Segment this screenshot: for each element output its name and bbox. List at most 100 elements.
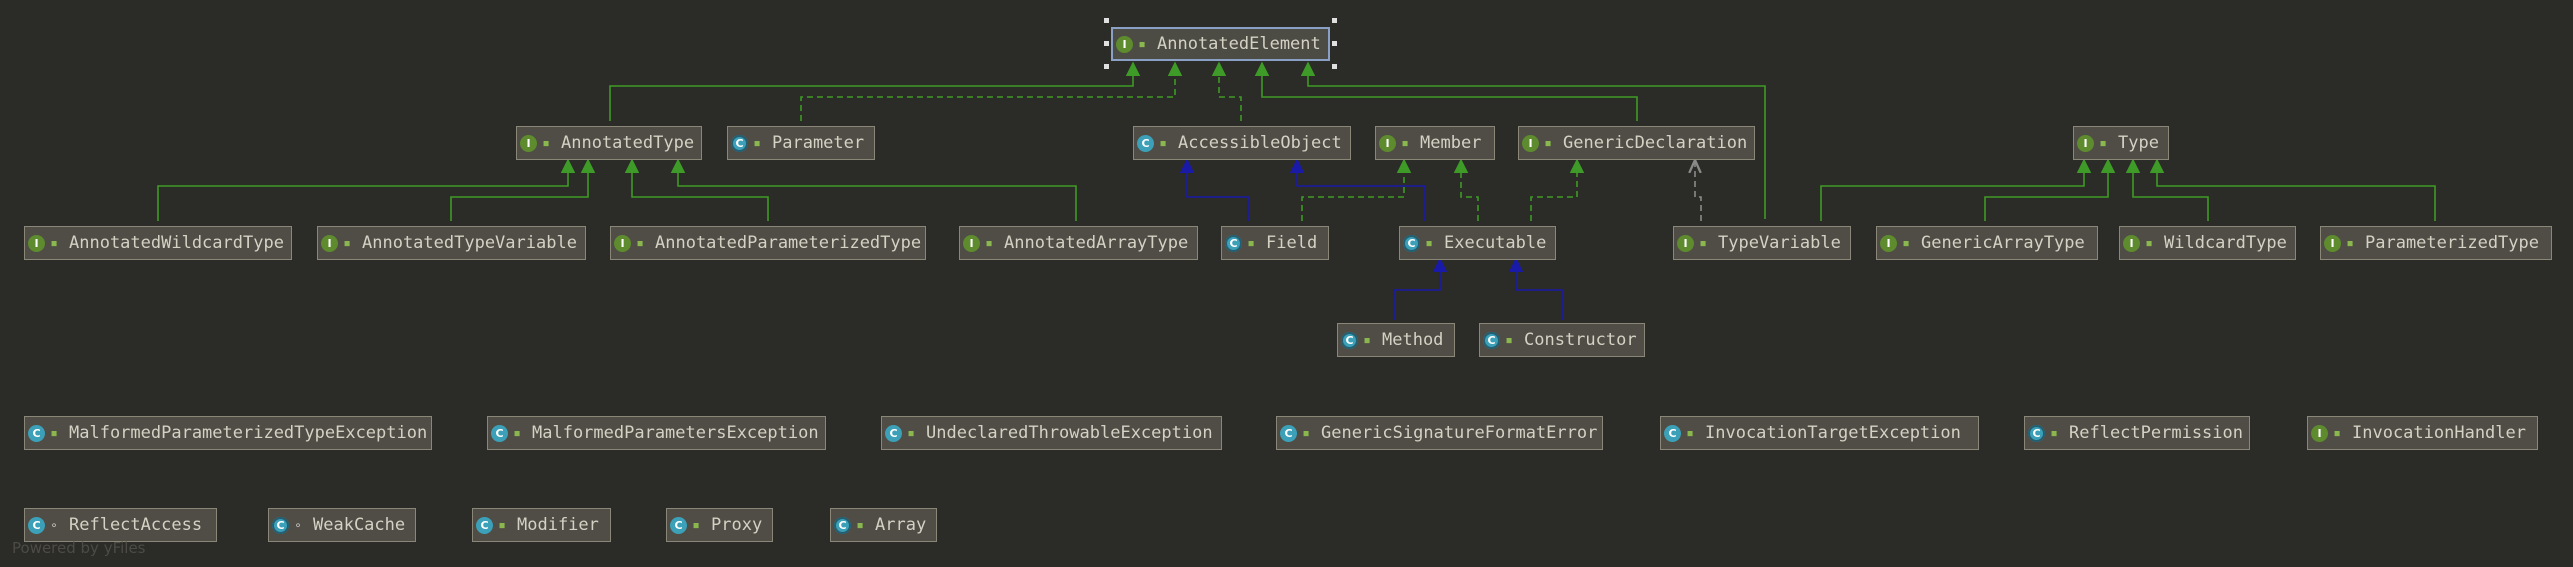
class-icon: C: [1137, 134, 1154, 152]
node-label: MalformedParametersException: [532, 423, 819, 443]
node-array[interactable]: C ▪ Array: [830, 508, 937, 542]
public-icon: ▪: [50, 425, 58, 441]
edge-typevariable-annotatedelement: [1300, 61, 1766, 219]
edge-method-executable: [1393, 257, 1448, 320]
selection-handle[interactable]: [1332, 64, 1337, 69]
edge-field-member: [1301, 158, 1412, 221]
node-weakcache[interactable]: C ∘ WeakCache: [268, 508, 416, 542]
class-icon: C: [670, 516, 687, 534]
node-label: AnnotatedType: [561, 133, 695, 153]
node-reflectpermission[interactable]: C ▪ ReflectPermission: [2024, 416, 2250, 450]
node-proxy[interactable]: C ▪ Proxy: [666, 508, 773, 542]
node-field[interactable]: C ▪ Field: [1221, 226, 1329, 260]
public-icon: ▪: [498, 517, 506, 533]
node-label: GenericSignatureFormatError: [1321, 423, 1598, 443]
node-label: ReflectAccess: [69, 515, 203, 535]
final-class-icon: C: [1483, 331, 1500, 349]
final-class-icon: C: [2028, 424, 2045, 442]
node-malformedparameterizedtypeexception[interactable]: C ▪ MalformedParameterizedTypeException: [24, 416, 432, 450]
node-parameterizedtype[interactable]: I ▪ ParameterizedType: [2320, 226, 2552, 260]
node-method[interactable]: C ▪ Method: [1337, 323, 1455, 357]
public-icon: ▪: [2099, 135, 2107, 151]
class-icon: C: [28, 424, 45, 442]
selection-handle[interactable]: [1104, 64, 1109, 69]
node-reflectaccess[interactable]: C ∘ ReflectAccess: [24, 508, 217, 542]
node-annotatedwildcardtype[interactable]: I ▪ AnnotatedWildcardType: [24, 226, 292, 260]
public-icon: ▪: [1505, 332, 1513, 348]
node-genericdeclaration[interactable]: I ▪ GenericDeclaration: [1518, 126, 1755, 160]
node-undeclaredthrowableexception[interactable]: C ▪ UndeclaredThrowableException: [881, 416, 1222, 450]
public-icon: ▪: [753, 135, 761, 151]
edge-annotatedtypevariable-annotatedtype: [450, 158, 596, 221]
node-type[interactable]: I ▪ Type: [2073, 126, 2169, 160]
public-icon: ▪: [692, 517, 700, 533]
edge-annotatedtype-annotatedelement: [609, 61, 1141, 121]
node-label: Constructor: [1524, 330, 1637, 350]
interface-icon: I: [2324, 234, 2341, 252]
edge-genericarraytype-type: [1984, 158, 2116, 221]
node-member[interactable]: I ▪ Member: [1375, 126, 1495, 160]
node-modifier[interactable]: C ▪ Modifier: [472, 508, 611, 542]
node-executable[interactable]: C ▪ Executable: [1399, 226, 1556, 260]
final-class-icon: C: [1341, 331, 1358, 349]
node-malformedparametersexception[interactable]: C ▪ MalformedParametersException: [487, 416, 826, 450]
interface-icon: I: [1116, 35, 1133, 53]
node-genericsignatureformaterror[interactable]: C ▪ GenericSignatureFormatError: [1276, 416, 1603, 450]
node-label: UndeclaredThrowableException: [926, 423, 1213, 443]
public-icon: ▪: [1425, 235, 1433, 251]
edge-accessibleobject-annotatedelement: [1211, 61, 1242, 121]
class-icon: C: [491, 424, 508, 442]
node-label: WeakCache: [313, 515, 406, 535]
edge-executable-member: [1453, 158, 1479, 221]
public-icon: ▪: [1159, 135, 1167, 151]
node-label: InvocationTargetException: [1705, 423, 1961, 443]
selection-handle[interactable]: [1332, 18, 1337, 23]
public-icon: ▪: [1247, 235, 1255, 251]
interface-icon: I: [1522, 134, 1539, 152]
public-icon: ▪: [985, 235, 993, 251]
node-annotatedarraytype[interactable]: I ▪ AnnotatedArrayType: [959, 226, 1198, 260]
edge-parameter-annotatedelement: [800, 61, 1183, 121]
public-icon: ▪: [50, 235, 58, 251]
node-annotatedtypevariable[interactable]: I ▪ AnnotatedTypeVariable: [317, 226, 586, 260]
node-label: Field: [1266, 233, 1318, 253]
public-icon: ▪: [1686, 425, 1694, 441]
interface-icon: I: [2077, 134, 2094, 152]
selection-handle[interactable]: [1104, 18, 1109, 23]
node-typevariable[interactable]: I ▪ TypeVariable: [1673, 226, 1851, 260]
public-icon: ▪: [856, 517, 864, 533]
public-icon: ▪: [907, 425, 915, 441]
abstract-class-icon: C: [1403, 234, 1420, 252]
node-annotatedparameterizedtype[interactable]: I ▪ AnnotatedParameterizedType: [610, 226, 926, 260]
node-label: TypeVariable: [1718, 233, 1841, 253]
interface-icon: I: [28, 234, 45, 252]
node-label: AnnotatedParameterizedType: [655, 233, 922, 253]
selection-handle[interactable]: [1104, 41, 1109, 46]
node-label: Parameter: [772, 133, 865, 153]
public-icon: ▪: [2333, 425, 2341, 441]
node-label: Modifier: [517, 515, 599, 535]
edge-executable-accessibleobject: [1289, 158, 1426, 221]
node-annotatedelement[interactable]: I ▪ AnnotatedElement: [1111, 27, 1330, 61]
node-constructor[interactable]: C ▪ Constructor: [1479, 323, 1645, 357]
node-invocationtargetexception[interactable]: C ▪ InvocationTargetException: [1660, 416, 1979, 450]
package-private-icon: ∘: [50, 518, 58, 532]
interface-icon: I: [520, 134, 537, 152]
node-parameter[interactable]: C ▪ Parameter: [727, 126, 875, 160]
node-wildcardtype[interactable]: I ▪ WildcardType: [2119, 226, 2296, 260]
interface-icon: I: [614, 234, 631, 252]
selection-handle[interactable]: [1332, 41, 1337, 46]
node-genericarraytype[interactable]: I ▪ GenericArrayType: [1876, 226, 2098, 260]
node-accessibleobject[interactable]: C ▪ AccessibleObject: [1133, 126, 1351, 160]
watermark: Powered by yFiles: [12, 539, 146, 557]
node-annotatedtype[interactable]: I ▪ AnnotatedType: [516, 126, 702, 160]
node-label: Method: [1382, 330, 1444, 350]
interface-icon: I: [1379, 134, 1396, 152]
public-icon: ▪: [1302, 425, 1310, 441]
node-label: AccessibleObject: [1178, 133, 1342, 153]
interface-icon: I: [2123, 234, 2140, 252]
edge-parameterizedtype-type: [2149, 158, 2436, 221]
node-invocationhandler[interactable]: I ▪ InvocationHandler: [2307, 416, 2538, 450]
edge-annotatedwildcardtype-annotatedtype: [157, 158, 576, 221]
